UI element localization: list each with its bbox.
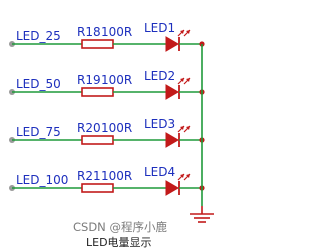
watermark: CSDN @程序小鹿 <box>73 220 167 234</box>
led-label: LED4 <box>144 165 175 179</box>
resistor-value: 100R <box>101 73 132 87</box>
emission-arrowhead-icon <box>180 126 184 130</box>
ground-icon <box>190 206 214 223</box>
led-label: LED2 <box>144 69 175 83</box>
led-diode-triangle <box>165 180 179 196</box>
emission-arrowhead-icon <box>180 174 184 178</box>
emission-arrowhead-icon <box>180 30 184 34</box>
caption: LED电量显示 <box>86 236 152 249</box>
resistor-label: R20 <box>77 121 101 135</box>
resistor-body <box>81 135 114 145</box>
resistor-value: 100R <box>101 169 132 183</box>
resistor-body <box>81 183 114 193</box>
emission-arrowhead-icon <box>186 30 190 34</box>
resistor-value: 100R <box>101 121 132 135</box>
led-diode-triangle <box>165 36 179 52</box>
emission-arrowhead-icon <box>186 174 190 178</box>
led-label: LED3 <box>144 117 175 131</box>
net-label: LED_25 <box>16 29 61 43</box>
resistor-label: R21 <box>77 169 101 183</box>
net-label: LED_100 <box>16 173 68 187</box>
resistor-body <box>81 39 114 49</box>
led-diode-triangle <box>165 84 179 100</box>
net-label: LED_75 <box>16 125 61 139</box>
net-label: LED_50 <box>16 77 61 91</box>
resistor-body <box>81 87 114 97</box>
emission-arrowhead-icon <box>180 78 184 82</box>
resistor-label: R19 <box>77 73 101 87</box>
led-diode-triangle <box>165 132 179 148</box>
led-label: LED1 <box>144 21 175 35</box>
resistor-value: 100R <box>101 25 132 39</box>
resistor-label: R18 <box>77 25 101 39</box>
emission-arrowhead-icon <box>186 78 190 82</box>
emission-arrowhead-icon <box>186 126 190 130</box>
